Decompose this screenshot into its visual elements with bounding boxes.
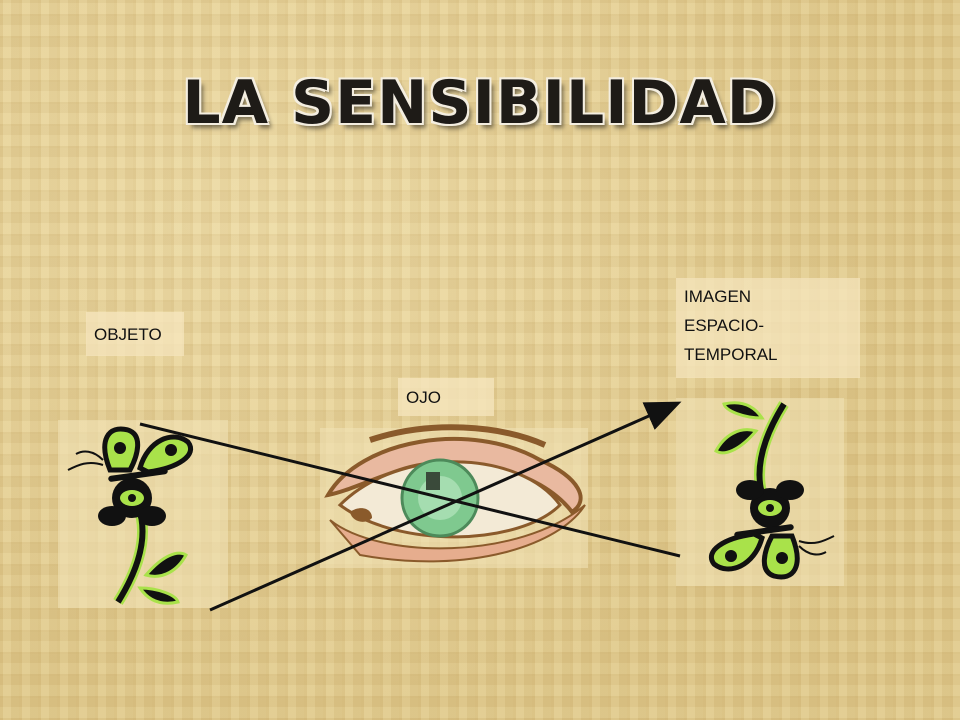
label-objeto: OBJETO <box>86 312 184 356</box>
arrow-icon <box>209 401 682 612</box>
arrow-icon <box>139 422 681 558</box>
page-title: LA SENSIBILIDAD <box>182 68 778 138</box>
label-imagen-line3: TEMPORAL <box>684 345 778 364</box>
butterfly-flower-inverted-icon <box>711 403 834 577</box>
butterfly-flower-icon <box>68 429 191 603</box>
label-imagen: IMAGEN ESPACIO- TEMPORAL <box>676 278 860 378</box>
label-ojo-text: OJO <box>406 387 441 407</box>
label-imagen-line2: ESPACIO- <box>684 316 764 335</box>
label-ojo: OJO <box>398 378 494 416</box>
label-imagen-line1: IMAGEN <box>684 287 752 306</box>
label-objeto-text: OBJETO <box>94 324 162 344</box>
